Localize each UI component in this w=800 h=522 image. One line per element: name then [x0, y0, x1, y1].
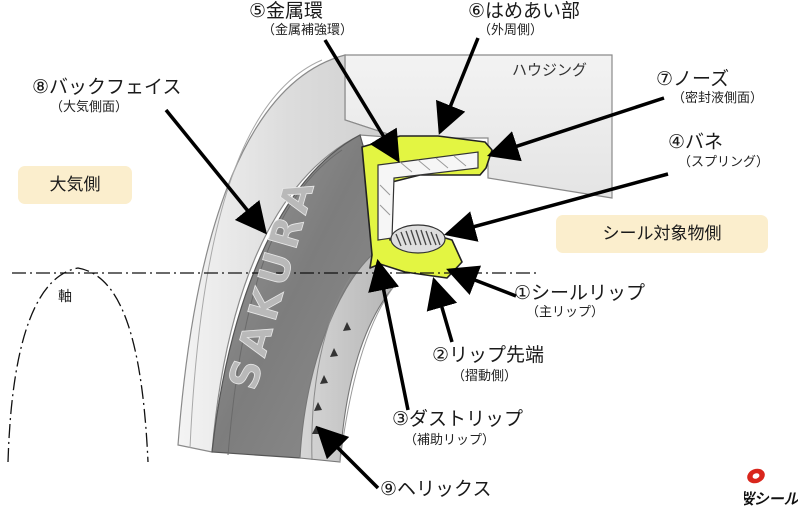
- leader-arrows: [164, 37, 669, 490]
- arrow-back-face: [164, 108, 267, 235]
- arrow-dust-lip: [368, 258, 410, 411]
- arrow-seal-lip: [446, 265, 517, 298]
- metal-ring: [377, 151, 479, 241]
- label-back-face-sub: （大気側面）: [50, 100, 129, 115]
- label-helix: ⑨ヘリックス: [380, 478, 492, 500]
- label-seal-lip: ①シールリップ: [514, 282, 646, 304]
- label-metal-ring: ⑤金属環: [249, 0, 324, 22]
- label-housing: ハウジング: [512, 61, 588, 79]
- air-side-box: 大気側: [18, 166, 132, 204]
- arrow-fit-part: [436, 37, 480, 135]
- company-logo: 桜シール: [738, 466, 800, 514]
- label-seal-lip-sub: （主リップ）: [526, 305, 605, 320]
- arrow-spring: [443, 172, 669, 242]
- label-back-face: ⑧バックフェイス: [32, 76, 182, 98]
- label-fit-part: ⑥はめあい部: [468, 0, 581, 22]
- logo-mark: 桜シール: [738, 468, 800, 508]
- arrow-metal-ring: [323, 39, 400, 163]
- label-nose: ⑦ノーズ: [656, 68, 730, 90]
- sealed-side-box: シール対象物側: [556, 215, 768, 253]
- label-metal-ring-sub: （金属補強環）: [262, 23, 354, 38]
- label-shaft: 軸: [58, 289, 72, 305]
- arrow-nose: [487, 96, 665, 162]
- shaft-outline: [7, 267, 149, 463]
- label-spring: ④バネ: [668, 131, 724, 153]
- arrow-helix: [315, 425, 380, 490]
- label-dust-lip-sub: （補助リップ）: [404, 433, 496, 448]
- garter-spring: [390, 224, 446, 254]
- label-lip-tip-sub: （摺動側）: [452, 369, 518, 384]
- label-nose-sub: （密封液側面）: [672, 91, 764, 106]
- label-lip-tip: ②リップ先端: [432, 344, 545, 366]
- logo-text: 桜シール: [744, 490, 798, 508]
- label-spring-sub: （スプリング）: [678, 155, 770, 170]
- label-dust-lip: ③ダストリップ: [392, 408, 524, 430]
- arrow-lip-tip: [426, 276, 458, 343]
- label-fit-part-sub: （外周側）: [478, 23, 544, 38]
